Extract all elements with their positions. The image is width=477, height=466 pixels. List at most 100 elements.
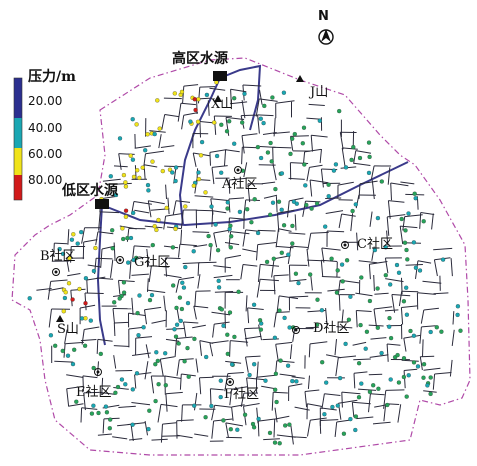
pressure-node	[72, 348, 76, 352]
pipe-segment	[181, 103, 196, 104]
pressure-node	[28, 296, 32, 300]
pipe-segment	[162, 115, 165, 130]
pressure-node	[293, 132, 297, 136]
pipe-segment	[134, 210, 149, 213]
pipe-segment	[228, 373, 244, 374]
pressure-node	[359, 276, 363, 280]
pressure-node	[268, 431, 272, 435]
pressure-node	[230, 362, 234, 366]
pipe-segment	[374, 293, 388, 294]
legend-value-2: 40.00	[28, 122, 62, 134]
pressure-node	[439, 330, 443, 334]
pressure-node	[402, 356, 406, 360]
pressure-node	[157, 382, 161, 386]
pressure-node	[412, 334, 416, 338]
pipe-segment	[305, 392, 307, 408]
pipe-segment	[356, 311, 371, 312]
pressure-node	[368, 299, 372, 303]
pressure-node	[174, 335, 178, 339]
pipe-segment	[321, 260, 322, 276]
pipe-segment	[159, 134, 161, 148]
pressure-node	[384, 273, 388, 277]
pipe-segment	[424, 368, 441, 370]
pressure-node	[368, 390, 372, 394]
pipe-segment	[54, 361, 73, 362]
pipe-segment	[354, 163, 371, 165]
pressure-node	[332, 169, 336, 173]
s-mountain-label: S山	[57, 323, 79, 336]
pipe-segment	[198, 274, 200, 288]
pressure-node	[78, 287, 82, 291]
pipe-segment	[435, 373, 452, 375]
pressure-node	[188, 120, 192, 124]
pipe-segment	[434, 260, 437, 276]
pressure-node	[252, 425, 256, 429]
pressure-node	[196, 120, 200, 124]
pressure-node	[407, 212, 411, 216]
pressure-node	[151, 160, 155, 164]
pressure-node	[173, 91, 177, 95]
pressure-node	[283, 424, 287, 428]
pressure-node	[147, 409, 151, 413]
j-mountain-icon	[296, 75, 304, 82]
pipe-segment	[246, 356, 261, 357]
pressure-node	[71, 298, 75, 302]
pipe-segment	[353, 359, 371, 360]
pressure-node	[429, 330, 433, 334]
pipe-segment	[310, 180, 328, 183]
pressure-node	[64, 290, 68, 294]
pressure-node	[84, 301, 88, 305]
pressure-node	[240, 121, 244, 125]
pipe-segment	[96, 232, 98, 245]
pressure-node	[97, 411, 101, 415]
pressure-node	[308, 273, 312, 277]
pressure-node	[196, 97, 200, 101]
legend-value-3: 60.00	[28, 148, 62, 160]
pipe-segment	[132, 298, 133, 315]
pipe-segment	[291, 246, 308, 247]
pipe-segment	[336, 358, 339, 376]
pipe-segment	[214, 233, 217, 247]
pressure-node	[143, 148, 147, 152]
pipe-segment	[276, 229, 278, 248]
pipe-segment	[274, 313, 276, 328]
pipe-segment	[215, 405, 232, 407]
pressure-node	[238, 210, 242, 214]
pressure-node	[294, 272, 298, 276]
pressure-node	[151, 243, 155, 247]
pressure-node	[402, 299, 406, 303]
pressure-node	[322, 412, 326, 416]
pipe-segment	[421, 310, 424, 324]
pipe-segment	[200, 87, 215, 88]
pipe-segment	[385, 258, 388, 273]
pressure-node	[163, 351, 167, 355]
pressure-node	[131, 423, 135, 427]
pressure-node	[174, 166, 178, 170]
community-e-label: E社区	[76, 386, 112, 399]
pressure-node	[89, 319, 93, 323]
pipe-segment	[214, 322, 229, 324]
pipe-segment	[242, 134, 257, 136]
pipe-segment	[246, 357, 249, 373]
pressure-node	[344, 165, 348, 169]
pipe-segment	[81, 408, 82, 423]
pressure-node	[154, 228, 158, 232]
pressure-node	[63, 296, 67, 300]
pipe-segment	[320, 420, 338, 421]
pressure-node	[340, 263, 344, 267]
pressure-node	[186, 301, 190, 305]
pipe-segment	[387, 344, 400, 345]
pressure-node	[158, 127, 162, 131]
pipe-segment	[273, 166, 276, 180]
pressure-node	[228, 311, 232, 315]
pressure-node	[280, 208, 284, 212]
pressure-node	[122, 280, 126, 284]
pipe-segment	[176, 201, 190, 203]
pressure-node	[147, 427, 151, 431]
pressure-node	[212, 121, 216, 125]
pressure-node	[354, 415, 358, 419]
pipe-segment	[177, 337, 193, 339]
pipe-segment	[231, 232, 250, 234]
pressure-node	[70, 238, 74, 242]
pressure-node	[222, 324, 226, 328]
